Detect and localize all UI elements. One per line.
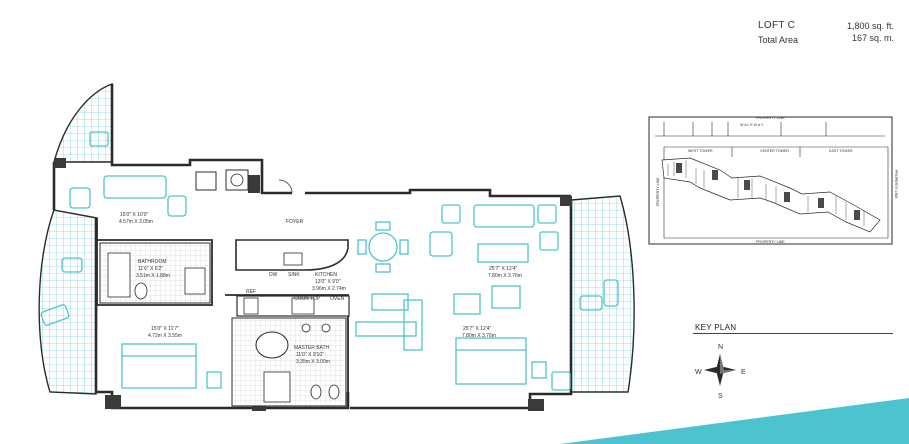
master-bath-sink-1 <box>301 323 311 333</box>
master-bath-name: MASTER BATH <box>294 345 330 351</box>
master-bath-dim-metric: 3.35m X 3.00m <box>296 359 330 365</box>
master-bath-tub <box>255 331 289 359</box>
bathroom-toilet <box>134 282 148 300</box>
kp-west-tower: WEST TOWER <box>688 149 713 153</box>
total-area-label: Total Area <box>758 35 799 45</box>
den-dim-metric: 4.57m X 3.05m <box>119 219 153 225</box>
living-armchair-left <box>429 231 453 257</box>
furniture <box>40 131 619 391</box>
dining-table <box>368 232 398 262</box>
dryer-drum-icon <box>230 173 244 187</box>
bathroom-vanity <box>184 267 206 295</box>
den-dim-imperial: 15'0" X 10'0" <box>120 212 148 218</box>
kp-walkway: W A L K W A Y <box>740 123 764 127</box>
dryer <box>225 169 249 191</box>
key-plan-label: KEY PLAN <box>695 323 737 332</box>
kp-center-tower: CENTER TOWER <box>760 149 789 153</box>
fixture-oven: OVEN <box>330 296 345 302</box>
living-dim-imperial: 25'7" X 12'4" <box>489 266 517 272</box>
balcony-chair-left <box>61 257 83 273</box>
den-chair <box>167 195 187 217</box>
master-bedroom-dim-imperial: 25'7" X 12'4" <box>463 326 491 332</box>
room-labels: 15'0" X 10'0" 4.57m X 3.05m BATHROOM 11'… <box>119 212 522 365</box>
kp-property-line-left: PROPERTY LINE <box>656 177 660 206</box>
living-dim-metric: 7.80m X 3.76m <box>488 273 522 279</box>
foyer-name: FOYER <box>286 219 304 225</box>
bathroom-dim-imperial: 11'6" X 6'2" <box>138 266 163 272</box>
balcony-lounger-right <box>579 295 603 311</box>
fixture-ref: REF <box>246 289 256 295</box>
kitchen-island <box>235 239 349 271</box>
master-bath-bidet <box>328 384 340 400</box>
bedroom-bed <box>121 343 197 389</box>
den-armchair <box>69 187 91 209</box>
kp-property-line-right: PROPERTY LINE <box>894 170 898 199</box>
compass-north-label: N <box>718 344 724 351</box>
key-plan-rule <box>693 333 893 334</box>
key-plan: PROPERTY LINE W A L K W A Y WEST TOWER C… <box>648 116 898 245</box>
fixture-cooktop: COOK TOP <box>294 296 321 302</box>
bathroom-tub <box>107 252 131 298</box>
master-bath-toilet <box>310 384 322 400</box>
compass-south-label: S <box>718 393 723 400</box>
area-square-meters: 167 sq. m. <box>851 33 894 43</box>
bedroom-dim-imperial: 15'0" X 11'7" <box>151 326 179 332</box>
den-sofa <box>103 175 167 199</box>
balcony-lounger-top <box>89 131 109 147</box>
bedroom-dim-metric: 4.72m X 3.55m <box>148 333 182 339</box>
living-sofa <box>473 204 535 228</box>
kp-east-tower: EAST TOWER <box>829 149 853 153</box>
right-balcony <box>570 195 635 393</box>
area-square-feet: 1,800 sq. ft. <box>846 21 894 31</box>
compass-rose-icon <box>704 354 736 386</box>
kitchen-dim-metric: 3.96m X 2.74m <box>312 286 346 292</box>
decorative-teal-band <box>560 398 909 444</box>
master-bath-shower <box>263 371 291 403</box>
entry-door-swing <box>278 179 293 194</box>
compass-west-label: W <box>695 369 702 376</box>
bathroom-name: BATHROOM <box>138 259 167 265</box>
balcony-lounger-left <box>40 304 70 326</box>
plan-title: LOFT C <box>758 20 796 31</box>
bathroom-dim-metric: 3.51m X 1.88m <box>136 273 170 279</box>
kp-property-line-top: PROPERTY LINE <box>756 116 785 120</box>
kitchen-name: KITCHEN <box>315 272 337 278</box>
washer <box>195 171 217 191</box>
media-unit <box>355 321 417 337</box>
master-bath-dim-imperial: 11'0" X 9'10" <box>296 352 324 358</box>
master-desk <box>453 293 481 315</box>
left-balcony <box>38 82 113 395</box>
kitchen-cooktop <box>291 297 315 315</box>
kitchen-dim-imperial: 13'0" X 9'0" <box>315 279 341 285</box>
master-bedroom-dim-metric: 7.80m X 3.76m <box>462 333 496 339</box>
master-desk-2 <box>491 285 521 309</box>
master-bed <box>455 337 527 385</box>
bedroom-nightstand <box>206 371 222 389</box>
fixture-dw: DW <box>269 272 278 278</box>
master-bath-sink-2 <box>321 323 331 333</box>
kp-property-line-bottom: PROPERTY LINE <box>756 240 785 244</box>
living-coffee-table <box>477 243 529 263</box>
living-console <box>371 293 409 311</box>
fixture-sink: SINK <box>288 272 300 278</box>
compass-east-label: E <box>741 369 746 376</box>
kitchen-refrigerator <box>243 297 259 315</box>
